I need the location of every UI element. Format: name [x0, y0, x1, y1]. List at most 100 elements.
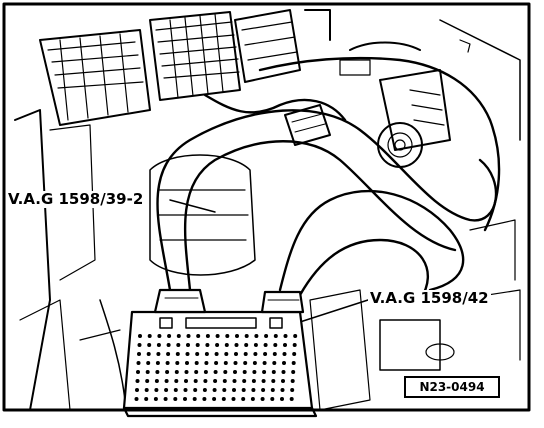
- adapter-label-left: V.A.G 1598/39-2: [6, 190, 146, 208]
- socket: [134, 397, 139, 401]
- socket: [290, 379, 295, 383]
- socket: [195, 352, 200, 356]
- socket: [156, 343, 161, 347]
- socket: [292, 352, 297, 356]
- socket: [222, 379, 227, 383]
- socket: [166, 343, 171, 347]
- socket: [291, 361, 296, 365]
- socket: [280, 388, 285, 392]
- socket: [196, 334, 201, 338]
- engine-components: [14, 9, 521, 411]
- socket: [223, 370, 228, 374]
- socket: [146, 352, 151, 356]
- socket: [163, 397, 168, 401]
- socket: [271, 379, 276, 383]
- socket: [263, 352, 268, 356]
- socket: [173, 397, 178, 401]
- socket: [223, 361, 228, 365]
- socket: [155, 370, 160, 374]
- socket: [167, 334, 172, 338]
- socket: [138, 334, 142, 338]
- test-cable-harness: [156, 56, 501, 302]
- socket: [135, 379, 140, 383]
- socket: [270, 388, 275, 392]
- socket: [264, 334, 269, 338]
- socket: [251, 379, 256, 383]
- socket: [272, 352, 277, 356]
- socket: [231, 397, 236, 401]
- socket: [261, 379, 266, 383]
- socket: [186, 343, 190, 347]
- socket: [272, 361, 277, 365]
- socket: [212, 397, 217, 401]
- socket: [221, 397, 226, 401]
- socket: [273, 343, 278, 347]
- socket: [176, 343, 181, 347]
- socket: [195, 343, 200, 347]
- socket: [281, 370, 286, 374]
- socket: [205, 343, 210, 347]
- socket: [213, 379, 218, 383]
- socket: [135, 388, 139, 392]
- socket: [184, 379, 188, 383]
- socket: [165, 361, 170, 365]
- socket: [253, 343, 258, 347]
- socket: [147, 343, 152, 347]
- socket: [183, 388, 188, 392]
- socket: [270, 397, 275, 401]
- socket: [174, 370, 179, 374]
- socket: [203, 379, 208, 383]
- socket: [154, 388, 159, 392]
- socket: [194, 370, 199, 374]
- figure-frame: [2, 2, 531, 412]
- socket: [233, 370, 237, 374]
- socket: [251, 388, 256, 392]
- adapter-label-right: V.A.G 1598/42: [368, 289, 491, 307]
- socket: [145, 370, 150, 374]
- socket: [224, 343, 229, 347]
- figure-code: N23-0494: [419, 380, 485, 394]
- socket: [250, 397, 255, 401]
- socket: [253, 352, 258, 356]
- socket: [205, 334, 210, 338]
- socket: [185, 352, 190, 356]
- socket: [145, 379, 150, 383]
- socket: [262, 370, 267, 374]
- socket: [281, 379, 285, 383]
- socket: [232, 379, 237, 383]
- socket: [164, 388, 169, 392]
- socket: [271, 370, 276, 374]
- socket: [136, 370, 140, 374]
- socket: [193, 379, 198, 383]
- socket: [194, 361, 199, 365]
- socket: [241, 388, 246, 392]
- socket: [144, 388, 149, 392]
- socket: [244, 343, 249, 347]
- socket: [293, 334, 298, 338]
- socket: [166, 352, 171, 356]
- socket: [290, 388, 295, 392]
- socket: [202, 397, 207, 401]
- socket: [155, 361, 160, 365]
- socket: [147, 334, 152, 338]
- socket: [136, 361, 141, 365]
- socket: [146, 361, 151, 365]
- test-box: [122, 288, 318, 418]
- socket: [233, 361, 238, 365]
- socket: [157, 334, 162, 338]
- socket: [156, 352, 161, 356]
- socket: [292, 343, 297, 347]
- socket: [184, 370, 189, 374]
- socket: [164, 379, 169, 383]
- socket: [252, 370, 257, 374]
- socket: [261, 388, 266, 392]
- figure-code-box: N23-0494: [404, 376, 500, 398]
- socket: [215, 334, 220, 338]
- socket: [176, 334, 181, 338]
- socket: [175, 352, 180, 356]
- socket: [282, 361, 286, 365]
- socket: [204, 352, 209, 356]
- socket: [241, 397, 246, 401]
- socket: [242, 370, 247, 374]
